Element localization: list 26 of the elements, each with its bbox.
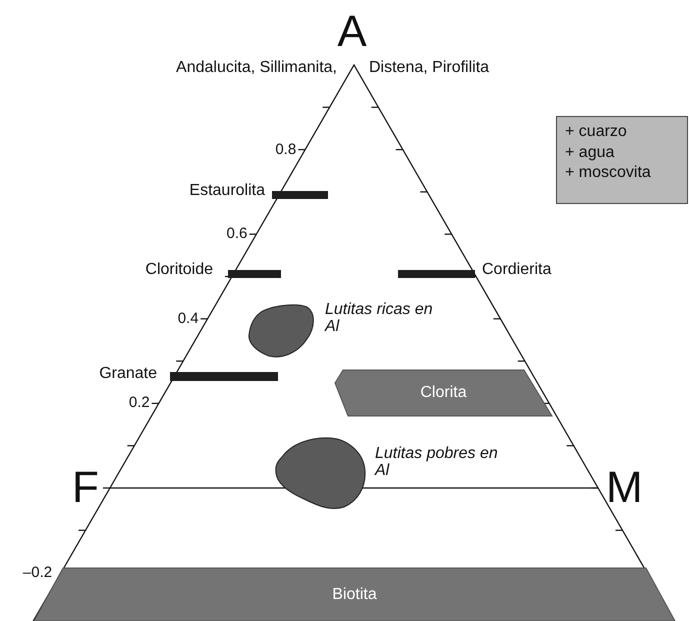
mineral-label: Cordierita: [482, 262, 552, 279]
mineral-label: Lutitas pobres en Al: [375, 446, 499, 480]
tick-label: 0.4: [178, 310, 199, 326]
mineral-label: Estaurolita: [189, 183, 265, 200]
vertex-label: M: [606, 466, 643, 510]
mineral-name: Biotita: [332, 586, 377, 604]
tick-label: –0.2: [22, 564, 52, 580]
note-text: + agua: [565, 144, 616, 162]
mineral-label: Andalucita, Sillimanita,: [176, 60, 337, 76]
vertex-label: F: [72, 466, 99, 510]
note-text: + moscovita: [565, 164, 652, 182]
mineral-label: Lutitas ricas en Al: [325, 302, 434, 336]
composition-bar: [228, 270, 281, 278]
composition-bar: [170, 372, 278, 381]
composition-bar: [398, 270, 475, 278]
mineral-label: Distena, Pirofilita: [369, 60, 490, 76]
vertex-label: A: [337, 10, 367, 54]
mineral-label: Cloritoide: [145, 262, 213, 279]
tick-label: 0.2: [128, 395, 150, 410]
note-text: + cuarzo: [565, 123, 628, 141]
mineral-label: Granate: [99, 366, 157, 383]
composition-bar: [272, 191, 328, 199]
tick-label: 0.6: [226, 226, 248, 242]
tick-label: 0.8: [275, 142, 296, 157]
mineral-name: Clorita: [420, 384, 467, 402]
note-box: [556, 116, 688, 204]
